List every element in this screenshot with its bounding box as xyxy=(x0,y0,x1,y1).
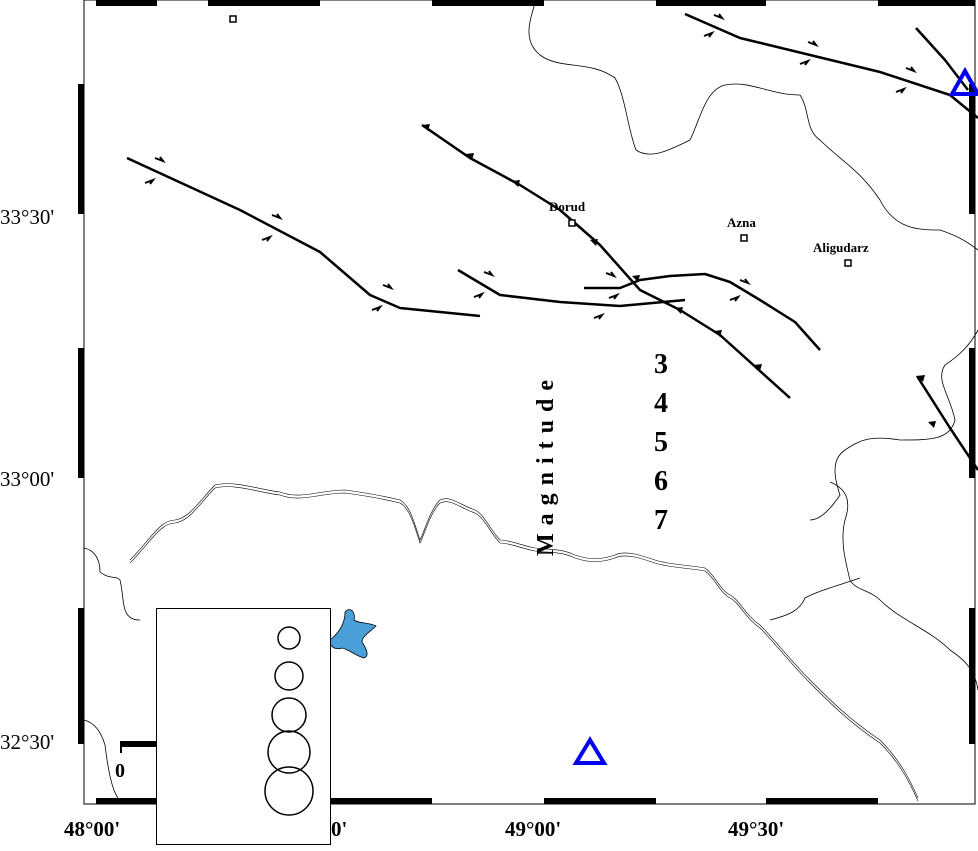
scale-bar xyxy=(120,741,158,753)
city-marker-aligudarz xyxy=(844,259,852,267)
magnitude-circle-4 xyxy=(274,661,304,691)
frame-ticks-left xyxy=(78,84,84,744)
city-marker-azna xyxy=(740,234,748,242)
city-markers xyxy=(229,15,852,267)
frame-ticks-bottom xyxy=(96,798,878,804)
magnitude-circle-7 xyxy=(264,766,314,816)
lake xyxy=(329,609,377,659)
fault-southeast xyxy=(915,375,978,471)
fault-mid xyxy=(457,268,686,308)
x-tick-label: 49°00' xyxy=(505,817,562,841)
y-tick-label: 32°30' xyxy=(0,730,55,754)
magnitude-circle-6 xyxy=(267,730,311,774)
fault-west xyxy=(126,156,481,318)
station-triangle-icon xyxy=(572,736,608,765)
fault-central-thrust xyxy=(421,123,791,399)
frame-ticks-top xyxy=(96,0,975,6)
river-boundary xyxy=(129,483,919,802)
magnitude-legend-title: Magnitude xyxy=(533,371,559,556)
x-tick-label: 0' xyxy=(331,817,348,841)
frame-ticks-right xyxy=(969,84,975,744)
y-tick-label: 33°30' xyxy=(0,205,55,229)
scale-bar-label: 0 xyxy=(115,760,125,782)
station-triangle-icon xyxy=(948,66,978,96)
city-marker-top xyxy=(229,15,237,23)
strike-slip-marks xyxy=(144,13,917,320)
x-tick-label: 48°00' xyxy=(64,817,121,841)
magnitude-value-6: 6 xyxy=(654,466,668,497)
fault-north xyxy=(684,12,978,119)
magnitude-value-3: 3 xyxy=(654,349,668,380)
magnitude-circle-5 xyxy=(271,697,307,733)
magnitude-legend-circles xyxy=(264,626,314,816)
y-tick-label: 33°00' xyxy=(0,467,55,491)
city-marker-dorud xyxy=(568,219,576,227)
city-label-dorud: Dorud xyxy=(549,199,586,214)
province-boundaries xyxy=(83,0,978,799)
thrust-teeth xyxy=(422,124,936,428)
magnitude-legend-box xyxy=(156,608,331,845)
magnitude-value-7: 7 xyxy=(654,505,668,536)
faults xyxy=(126,12,978,471)
city-label-aligudarz: Aligudarz xyxy=(813,240,869,255)
fault-east-segment xyxy=(584,272,821,351)
x-tick-label: 49°30' xyxy=(728,817,785,841)
magnitude-circle-3 xyxy=(277,626,301,650)
city-label-azna: Azna xyxy=(727,215,756,230)
magnitude-value-5: 5 xyxy=(654,427,668,458)
magnitude-value-4: 4 xyxy=(654,388,668,419)
